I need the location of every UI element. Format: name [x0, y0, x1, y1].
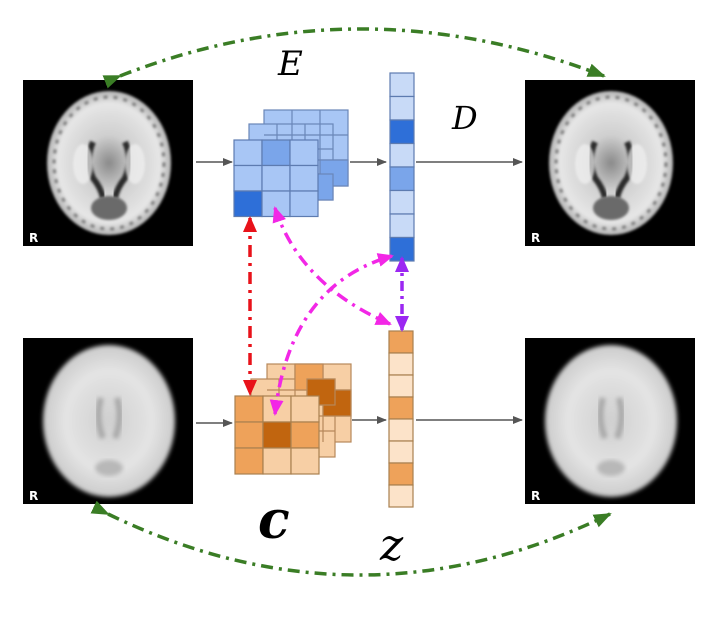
vector-cell	[389, 213, 415, 239]
grid-cell	[234, 421, 264, 449]
vector-cell	[389, 142, 415, 168]
blue-feature-map-front	[233, 139, 319, 218]
vector-cell	[388, 462, 414, 486]
t1-output-image: R	[525, 80, 695, 246]
vector-cell	[389, 189, 415, 215]
vector-cell	[388, 374, 414, 398]
scan-marker: R	[29, 489, 38, 503]
grid-cell	[290, 421, 320, 449]
grid-cell	[289, 139, 319, 167]
grid-cell	[233, 164, 263, 192]
grid-cell	[261, 139, 291, 167]
t2-input-image: R	[23, 338, 193, 504]
vector-cell	[389, 236, 415, 262]
grid-cell	[262, 421, 292, 449]
content-label: c	[258, 490, 290, 551]
magenta-grid-to-z-arrow	[272, 206, 392, 326]
vector-cell	[389, 95, 415, 121]
grid-cell	[262, 447, 292, 475]
vector-cell	[388, 330, 414, 354]
flow-arrows	[196, 158, 523, 427]
vector-cell	[388, 440, 414, 464]
grid-cell	[261, 164, 291, 192]
vector-cell	[388, 418, 414, 442]
latent-label: z	[380, 520, 404, 571]
encoder-label: E	[278, 44, 303, 84]
vector-cell	[389, 166, 415, 192]
grid-cell	[234, 447, 264, 475]
bottom-cycle-arc	[90, 500, 612, 577]
top-cycle-arc	[102, 27, 606, 89]
vector-cell	[389, 119, 415, 145]
vector-cell	[388, 352, 414, 376]
orange-latent-vector	[388, 330, 414, 508]
scan-marker: R	[29, 231, 38, 245]
scan-marker: R	[531, 489, 540, 503]
grid-cell	[290, 395, 320, 423]
decoder-label: D	[452, 99, 478, 137]
vector-cell	[389, 72, 415, 98]
scan-marker: R	[531, 231, 540, 245]
vector-cell	[388, 396, 414, 420]
grid-cell	[289, 164, 319, 192]
t1-input-image: R	[23, 80, 193, 246]
vector-cell	[388, 484, 414, 508]
blue-latent-vector	[389, 72, 415, 262]
orange-feature-map-front	[234, 395, 320, 475]
t2-output-image: R	[525, 338, 695, 504]
grid-cell	[290, 447, 320, 475]
grid-cell	[233, 190, 263, 218]
grid-cell	[234, 395, 264, 423]
grid-cell	[233, 139, 263, 167]
grid-cell	[289, 190, 319, 218]
magenta-c-to-vector-arrow	[269, 253, 394, 416]
